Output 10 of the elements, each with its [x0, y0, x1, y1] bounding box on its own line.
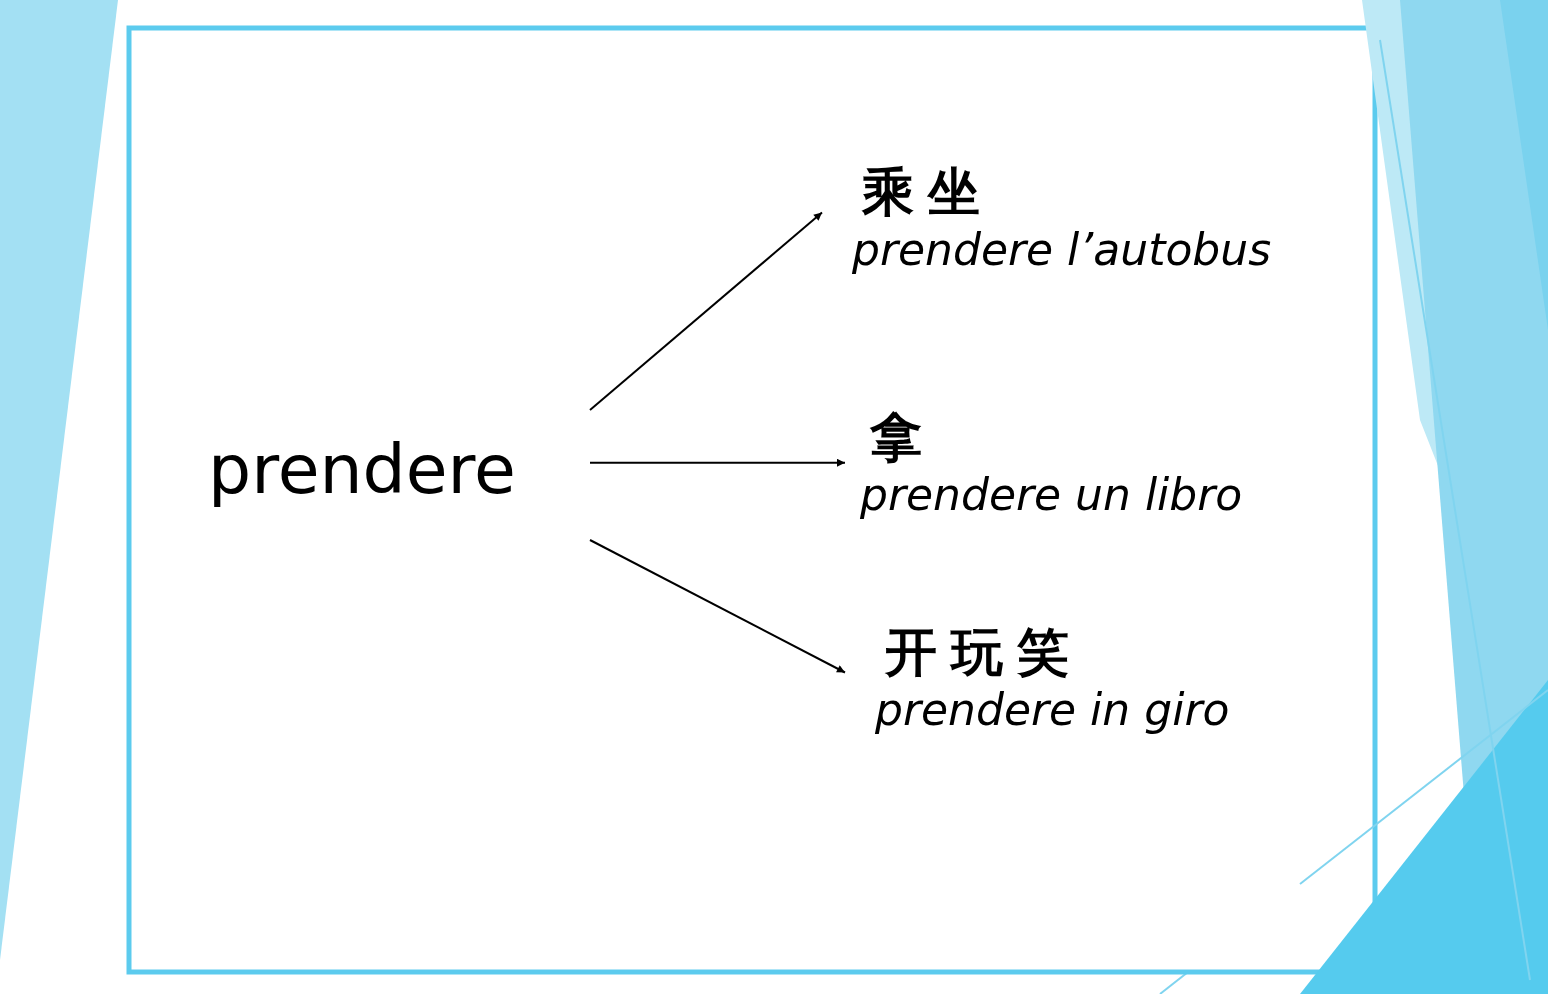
chinese-word: 开玩笑: [885, 620, 1083, 684]
arrow: [589, 211, 823, 411]
word-label: prendere: [208, 430, 516, 510]
arrow: [589, 458, 846, 467]
example-phrase: prendere un libro: [860, 469, 1243, 521]
chinese-word: 拿: [870, 405, 936, 469]
example-phrase: prendere l’autobus: [852, 224, 1272, 276]
chinese-word: 乘坐: [862, 160, 994, 224]
arrow: [589, 539, 846, 674]
example-phrase: prendere in giro: [875, 684, 1230, 736]
